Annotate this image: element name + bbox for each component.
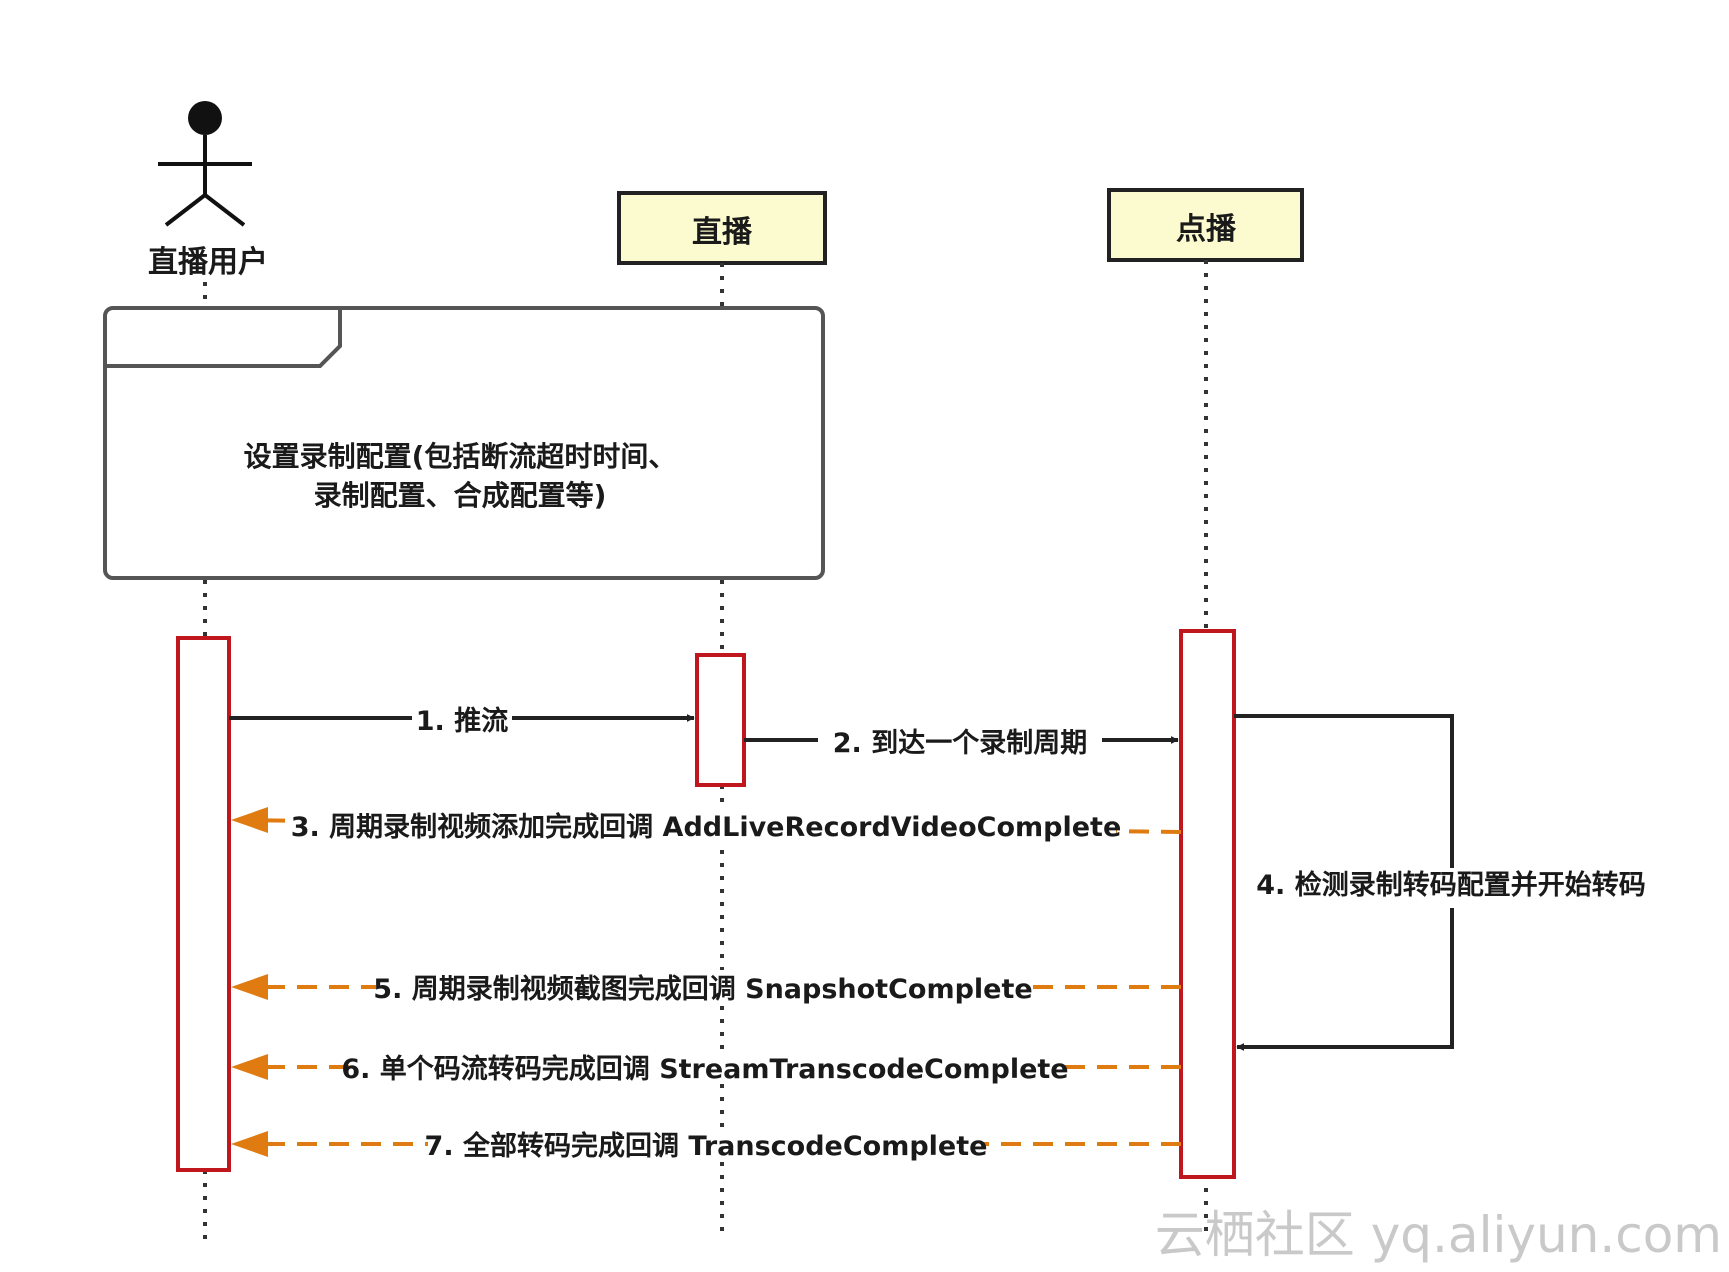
message-1-label: 1. 推流 xyxy=(416,706,508,737)
message-3-label: 3. 周期录制视频添加完成回调 AddLiveRecordVideoComple… xyxy=(291,811,1122,843)
message-5-label: 5. 周期录制视频截图完成回调 SnapshotComplete xyxy=(373,973,1032,1005)
participant-live-label: 直播 xyxy=(692,215,753,250)
note-text-line2: 录制配置、合成配置等) xyxy=(314,479,607,512)
lifelines xyxy=(203,260,1208,1240)
message-3-arrowhead xyxy=(231,807,268,833)
message-7-label-bg xyxy=(428,1127,984,1161)
message-5-arrowhead xyxy=(231,974,268,1000)
message-6-label-bg xyxy=(350,1050,1060,1084)
message-7-label: 7. 全部转码完成回调 TranscodeComplete xyxy=(425,1130,988,1162)
message-3-label-bg xyxy=(296,808,1116,842)
note-text-line1: 设置录制配置(包括断流超时时间、 xyxy=(244,440,677,473)
activation-vod xyxy=(1179,629,1236,1179)
message-1-label-bg xyxy=(412,702,512,736)
message-5-label-bg xyxy=(376,970,1030,1004)
stick-figure-icon xyxy=(158,101,252,227)
message-2-label-bg xyxy=(818,723,1102,757)
participant-vod xyxy=(1107,188,1304,262)
message-2-label: 2. 到达一个录制周期 xyxy=(833,728,1087,759)
watermark: 云栖社区 yq.aliyun.com xyxy=(1155,1206,1722,1264)
message-7-arrowhead xyxy=(231,1131,268,1157)
actor-name: 直播用户 xyxy=(148,245,268,280)
note-frame xyxy=(103,306,825,580)
message-6-arrowhead xyxy=(231,1054,268,1080)
participant-live xyxy=(617,191,827,265)
participant-vod-label: 点播 xyxy=(1176,212,1237,247)
activation-live xyxy=(695,653,746,787)
message-4-label: 4. 检测录制转码配置并开始转码 xyxy=(1256,869,1645,901)
activation-user xyxy=(176,636,231,1172)
message-6-label: 6. 单个码流转码完成回调 StreamTranscodeComplete xyxy=(341,1053,1068,1085)
message-4-label-bg xyxy=(1248,868,1654,908)
